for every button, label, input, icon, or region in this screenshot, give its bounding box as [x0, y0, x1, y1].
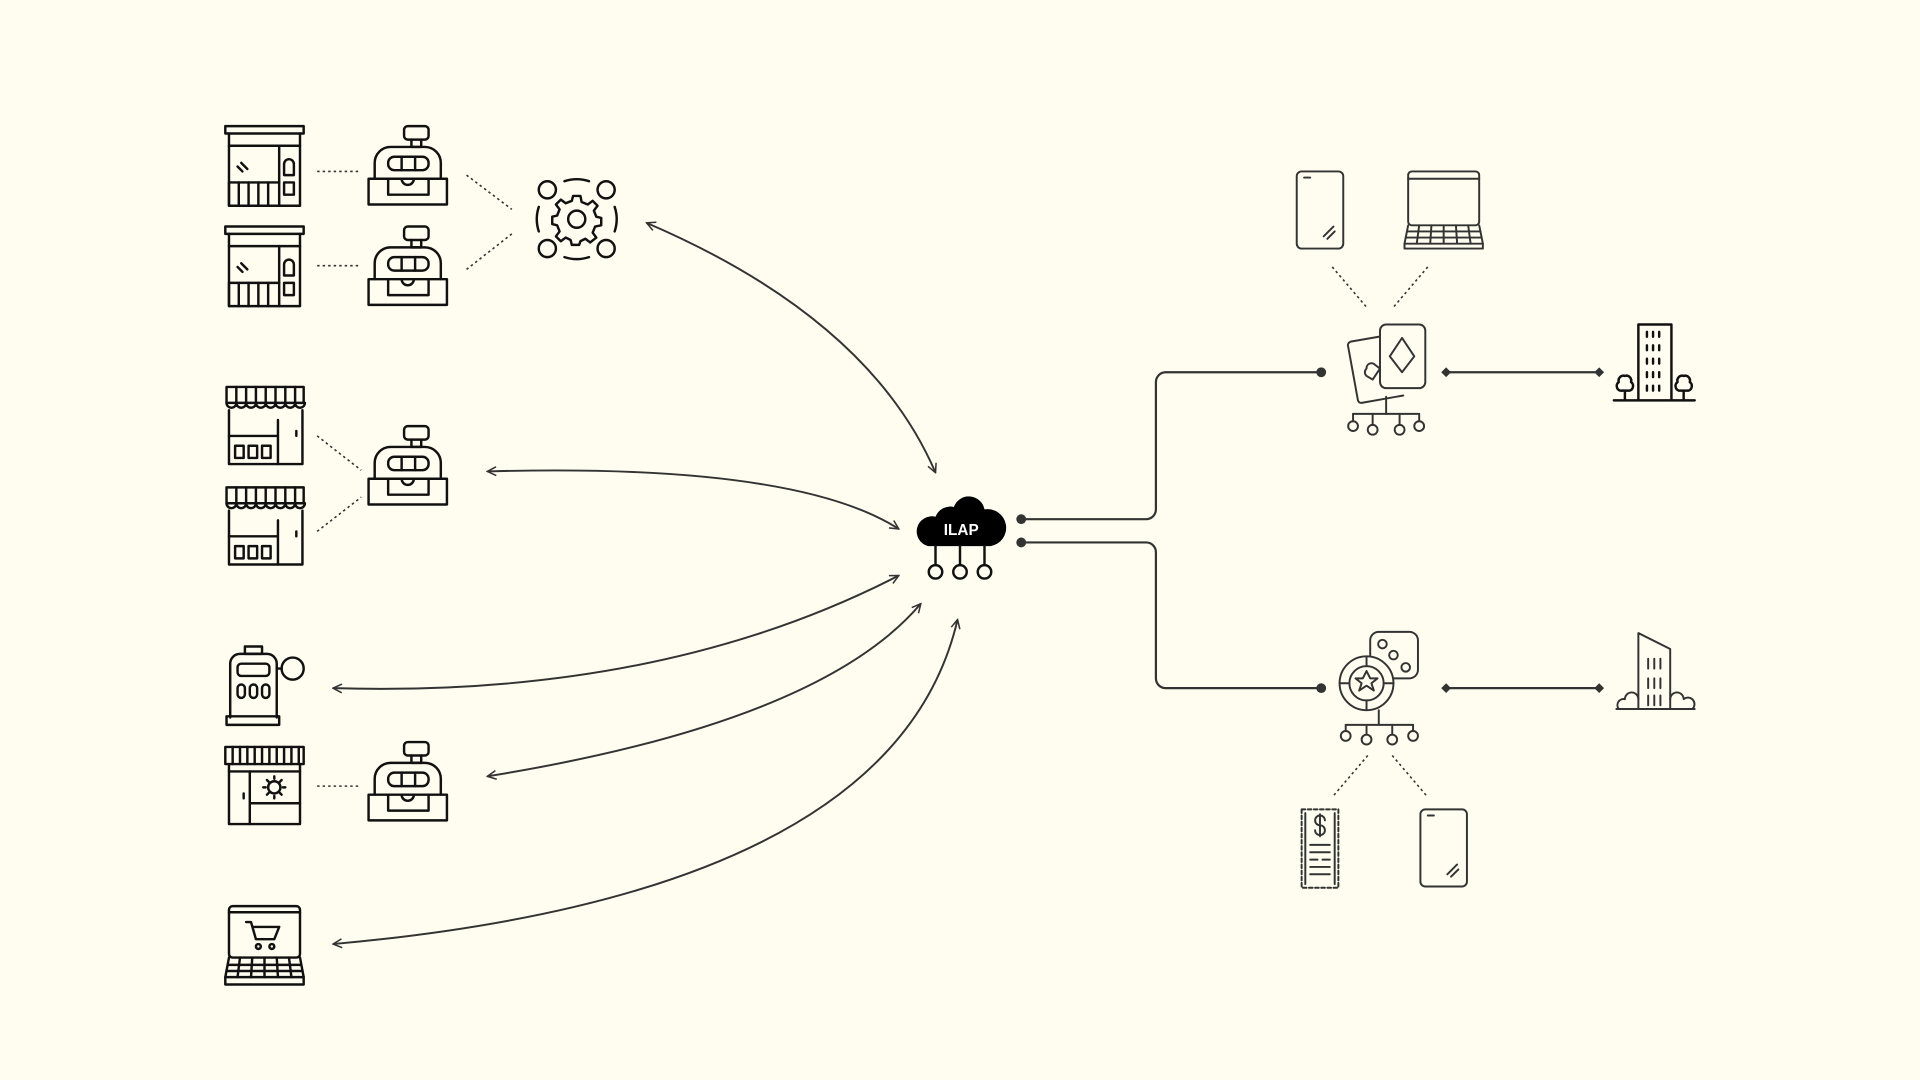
connector-upper	[1016, 367, 1327, 525]
connector-lower	[1016, 537, 1327, 694]
dotted-links-left	[316, 170, 513, 787]
cloud-network-icon	[916, 496, 1007, 547]
diamond-link-lower	[1441, 683, 1605, 694]
gear-hub-icon[interactable]	[535, 178, 618, 261]
ilap-cloud-hub[interactable]: ILAP	[916, 496, 1007, 580]
hub-label: ILAP	[944, 522, 979, 539]
dotted-links-right	[1331, 266, 1429, 798]
flow-arrow-laptop-cart	[333, 620, 957, 944]
flow-arrow-register	[487, 470, 898, 529]
flow-arrow-gear-hub	[647, 223, 936, 473]
diamond-link-upper	[1441, 367, 1605, 378]
